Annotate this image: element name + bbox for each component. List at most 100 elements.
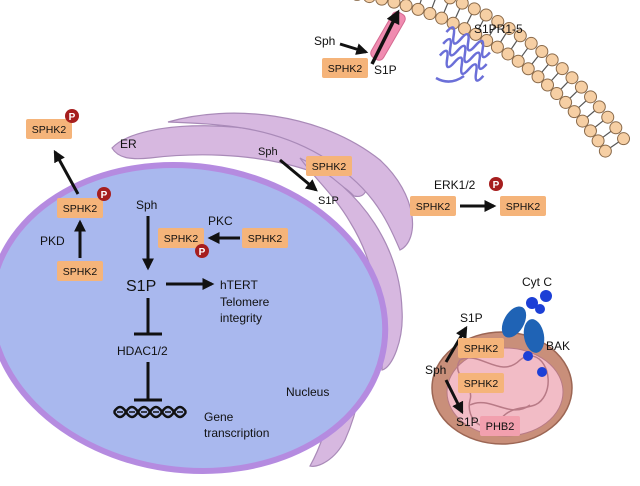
- lipid-head: [399, 0, 413, 13]
- lipid-head: [490, 40, 504, 54]
- svg-text:SPHK2: SPHK2: [464, 343, 499, 355]
- htert-label: hTERT: [220, 278, 258, 292]
- receptor-helix-1: [445, 26, 491, 59]
- svg-text:SPHK2: SPHK2: [63, 266, 98, 278]
- sphk2-pkd-base: SPHK2: [57, 261, 103, 281]
- lipid-head: [535, 44, 549, 58]
- sph-label-mito: Sph: [425, 363, 446, 377]
- phospho-badge: P: [65, 109, 79, 123]
- lipid-head: [479, 8, 493, 22]
- lipid-head: [443, 0, 457, 5]
- lipid-head: [565, 71, 579, 85]
- lipid-head: [541, 78, 555, 92]
- lipid-head: [375, 0, 389, 6]
- phospho-badge: P: [97, 187, 111, 201]
- cytc-dot: [540, 290, 552, 302]
- sph-label-membrane: Sph: [314, 34, 335, 48]
- cytc-dot: [523, 351, 533, 361]
- nucleus-label: Nucleus: [286, 385, 329, 399]
- svg-text:SPHK2: SPHK2: [63, 203, 98, 215]
- lipid-head: [601, 110, 615, 124]
- svg-text:P: P: [69, 112, 76, 123]
- pkd-label: PKD: [40, 234, 65, 248]
- bak-label: BAK: [546, 339, 570, 353]
- s1p-label-nucleus: S1P: [126, 278, 156, 295]
- arrow-sph-to-s1p-er: [279, 158, 318, 192]
- lipid-head: [411, 2, 425, 16]
- s1pr-label: S1PR1-5: [474, 22, 523, 36]
- cytc-label: Cyt C: [522, 275, 552, 289]
- lipid-head: [423, 7, 437, 21]
- erk-label: ERK1/2: [434, 178, 476, 192]
- svg-text:SPHK2: SPHK2: [506, 201, 541, 213]
- mito-cristae: [457, 355, 549, 428]
- s1p-label-er: S1P: [318, 195, 339, 207]
- lipid-head: [513, 29, 527, 43]
- lipid-head: [617, 132, 631, 146]
- lipid-head: [387, 0, 401, 9]
- lipid-head: [455, 0, 469, 10]
- svg-text:SPHK2: SPHK2: [416, 201, 451, 213]
- sphk2-erk-base: SPHK2: [410, 196, 456, 216]
- arrow-nuclear-export: [53, 149, 80, 195]
- mitochondrion: [431, 331, 573, 445]
- lipid-head: [521, 62, 535, 76]
- lipid-head: [531, 70, 545, 84]
- lipid-head: [583, 124, 597, 138]
- s1p-label-mito-top: S1P: [460, 311, 483, 325]
- lipid-head: [584, 90, 598, 104]
- lipid-head: [458, 22, 472, 36]
- svg-text:PHB2: PHB2: [486, 421, 515, 433]
- phospho-badge: P: [489, 177, 503, 191]
- receptor-helix-2: [442, 37, 488, 71]
- lipid-head: [574, 80, 588, 94]
- lipid-head: [591, 134, 605, 148]
- integrity-label: integrity: [220, 311, 262, 325]
- lipid-head: [555, 62, 569, 76]
- sphingolipid-in-membrane: [370, 9, 406, 65]
- gene-label: Gene: [204, 410, 234, 424]
- arrow-sph-to-s1p-membrane: [339, 42, 369, 55]
- er-band-3: [299, 157, 403, 371]
- arrow-sph-to-s1p-mito-top: [444, 325, 468, 363]
- sphk2-phosphorylated-nucleus: SPHK2: [57, 198, 103, 218]
- sph-label-nucleus: Sph: [136, 198, 157, 212]
- sphk2-pkc-base: SPHK2: [242, 228, 288, 248]
- s1p-label-membrane: S1P: [374, 63, 397, 77]
- lipid-head: [501, 47, 515, 61]
- svg-text:SPHK2: SPHK2: [464, 378, 499, 390]
- svg-text:P: P: [493, 180, 500, 191]
- svg-text:P: P: [101, 190, 108, 201]
- bak-protein-1: [501, 306, 527, 338]
- s1p-label-mito-bottom: S1P: [456, 415, 479, 429]
- phospho-badge: P: [195, 244, 209, 258]
- lipid-head: [567, 105, 581, 119]
- lipid-head: [576, 114, 590, 128]
- receptor-helix-3: [438, 49, 485, 82]
- svg-text:SPHK2: SPHK2: [328, 63, 363, 75]
- phb2-box: PHB2: [480, 416, 520, 436]
- mito-cristae-2: [469, 401, 531, 411]
- lipid-head: [545, 53, 559, 67]
- svg-text:SPHK2: SPHK2: [164, 233, 199, 245]
- sphk2-mito-top: SPHK2: [458, 338, 504, 358]
- arrow-sph-to-s1p-mito-bottom: [444, 379, 464, 415]
- lipid-head: [363, 0, 375, 4]
- lipid-head: [502, 21, 516, 35]
- lipid-head: [559, 95, 573, 109]
- lipid-head: [435, 11, 449, 25]
- sphk2-mito-bottom: SPHK2: [458, 373, 504, 393]
- sphk2-er: SPHK2: [306, 156, 352, 176]
- svg-text:P: P: [199, 247, 206, 258]
- telomere-label: Telomere: [220, 295, 270, 309]
- er-band-2: [167, 112, 414, 251]
- cytc-dot: [526, 297, 538, 309]
- hdac-label: HDAC1/2: [117, 344, 168, 358]
- sphk2-pkc-phosphorylated: SPHK2: [158, 228, 204, 248]
- svg-text:SPHK2: SPHK2: [312, 161, 347, 173]
- lipid-head: [491, 15, 505, 29]
- lipid-head: [511, 54, 525, 68]
- lipid-head: [524, 36, 538, 50]
- sphk2-erk-phosphorylated: SPHK2: [500, 196, 546, 216]
